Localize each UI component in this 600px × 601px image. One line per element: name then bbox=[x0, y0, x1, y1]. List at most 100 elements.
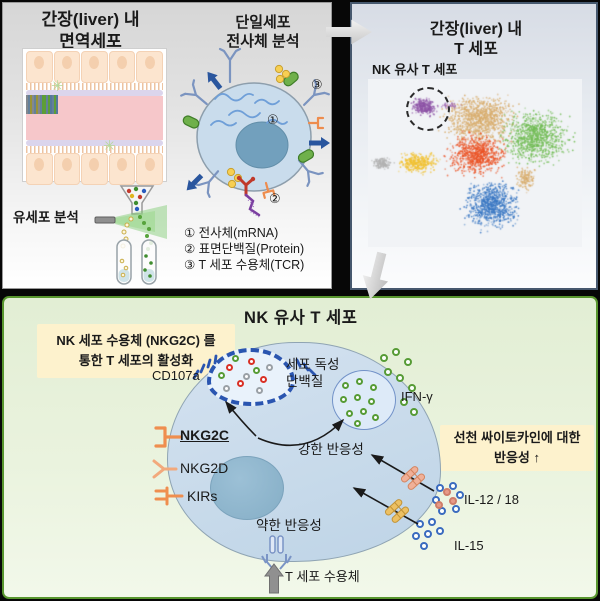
dot bbox=[253, 367, 260, 374]
flow-cytometry-label: 유세포 분석 bbox=[13, 210, 79, 225]
legend-item-protein: ② 표면단백질(Protein) bbox=[184, 242, 305, 256]
dot bbox=[356, 378, 363, 385]
panel-liver-immune-cells: 간장(liver) 내 면역세포 ✳ ✳ 유세포 분석 단일세포 전사체 분석 bbox=[2, 2, 332, 289]
immune-cell-dot bbox=[34, 95, 36, 114]
microvilli-bottom bbox=[26, 146, 163, 153]
dot bbox=[243, 373, 250, 380]
tcr-receptor-icons bbox=[180, 47, 330, 198]
dot bbox=[436, 527, 444, 535]
liver-tissue-illustration: ✳ ✳ bbox=[23, 49, 166, 185]
immune-cell-dot bbox=[28, 95, 30, 114]
barcoded-antibody-icon bbox=[236, 175, 261, 218]
dot bbox=[416, 520, 424, 528]
dot bbox=[424, 530, 432, 538]
dot bbox=[435, 501, 443, 509]
endothelium-bottom bbox=[26, 140, 163, 146]
umap-canvas bbox=[368, 79, 582, 247]
hepatocyte-cell bbox=[108, 51, 136, 83]
flow-sorter-illustration bbox=[94, 185, 167, 285]
dot bbox=[449, 497, 457, 505]
dot bbox=[256, 387, 263, 394]
immune-cell-dot bbox=[48, 95, 50, 114]
immune-cell-dot bbox=[40, 95, 42, 114]
dot bbox=[400, 398, 408, 406]
cd107a-label: CD107a bbox=[152, 368, 200, 383]
collection-tubes bbox=[116, 239, 157, 285]
dot bbox=[370, 384, 377, 391]
immune-cell-dot bbox=[30, 95, 32, 114]
immune-cell-dot bbox=[54, 95, 56, 114]
dot bbox=[384, 368, 392, 376]
microvilli-top bbox=[26, 83, 163, 90]
stellate-cell-icon: ✳ bbox=[103, 138, 116, 155]
t-cell-body bbox=[196, 82, 312, 192]
immune-cell-dot bbox=[46, 95, 48, 114]
dot bbox=[408, 384, 416, 392]
dot bbox=[237, 380, 244, 387]
dot bbox=[404, 358, 412, 366]
dot bbox=[449, 482, 457, 490]
dot bbox=[372, 414, 379, 421]
panel-tl-title: 간장(liver) 내 면역세포 bbox=[41, 10, 140, 51]
immune-cell-dot bbox=[26, 95, 28, 114]
stellate-cell-icon: ✳ bbox=[51, 78, 64, 95]
hepatocyte-cell bbox=[136, 51, 163, 83]
panel-tm-title: 단일세포 전사체 분석 bbox=[226, 14, 300, 51]
hepatocyte-cell bbox=[26, 153, 53, 185]
dot bbox=[452, 505, 460, 513]
sorted-drops-left bbox=[120, 216, 134, 249]
dot bbox=[226, 364, 233, 371]
activation-note-box: NK 세포 수용체 (NKG2C) 를 통한 T 세포의 활성화 bbox=[37, 324, 235, 378]
il12-18-label: IL-12 / 18 bbox=[464, 492, 519, 507]
dot bbox=[438, 507, 446, 515]
hepatocyte-cell bbox=[53, 51, 81, 83]
dot bbox=[354, 420, 361, 427]
secretion-arrow-icons bbox=[186, 71, 330, 191]
dot bbox=[360, 408, 367, 415]
strong-response-label: 강한 반응성 bbox=[298, 442, 364, 457]
dot bbox=[368, 398, 375, 405]
hepatocyte-cell bbox=[26, 51, 53, 83]
tcr-up-arrow-icon bbox=[264, 563, 284, 594]
sorted-drops-right bbox=[138, 215, 153, 251]
weak-response-label: 약한 반응성 bbox=[256, 518, 322, 533]
ifn-gamma-label: IFN-γ bbox=[401, 389, 433, 404]
dot bbox=[436, 484, 444, 492]
endothelium-top bbox=[26, 90, 163, 96]
dot bbox=[342, 382, 349, 389]
sinusoid-band bbox=[26, 95, 163, 140]
bottom-title: NK 유사 T 세포 bbox=[244, 309, 358, 327]
hepatocyte-cell bbox=[136, 153, 163, 185]
immune-cell-dot bbox=[52, 95, 54, 114]
t-cell-nucleus bbox=[235, 121, 289, 169]
immune-cell-dot bbox=[38, 95, 40, 114]
nk-cluster-dashed-circle bbox=[406, 87, 450, 131]
immune-cell-dot bbox=[32, 95, 34, 114]
tcr-label: T 세포 수용체 bbox=[285, 569, 360, 584]
dot bbox=[346, 410, 353, 417]
dot bbox=[396, 374, 404, 382]
legend-item-tcr: ③ T 세포 수용체(TCR) bbox=[184, 258, 305, 272]
panel-liver-t-cells: 간장(liver) 내 T 세포 NK 유사 T 세포 bbox=[350, 2, 598, 290]
dot bbox=[232, 355, 239, 362]
nkg2d-label: NKG2D bbox=[180, 460, 229, 476]
panel-tr-title: 간장(liver) 내 T 세포 bbox=[429, 21, 523, 59]
immune-cell-dot bbox=[50, 95, 52, 114]
nkg2c-label: NKG2C bbox=[180, 427, 230, 443]
dot bbox=[410, 408, 418, 416]
il15-label: IL-15 bbox=[454, 538, 484, 553]
dot bbox=[443, 488, 451, 496]
marker-3: ③ bbox=[311, 77, 323, 92]
cytotoxic-protein-label: 세포 독성 단백질 bbox=[286, 357, 340, 390]
nk-receptor-orange-icons bbox=[262, 116, 325, 199]
immune-cell-dot bbox=[42, 95, 44, 114]
hepatocyte-row-top bbox=[26, 51, 163, 83]
panel-nk-like-t-cell-detail: NK 유사 T 세포 NK 세포 수용체 (NKG2C) 를 통한 T 세포의 … bbox=[2, 296, 598, 599]
dot bbox=[456, 491, 464, 499]
nk-like-t-cell-nucleus bbox=[210, 456, 284, 520]
nk-like-cluster-label: NK 유사 T 세포 bbox=[372, 62, 458, 77]
immune-cell-dot bbox=[44, 95, 46, 114]
surface-protein-green-icons bbox=[182, 71, 315, 163]
marker-1: ① bbox=[267, 112, 279, 127]
